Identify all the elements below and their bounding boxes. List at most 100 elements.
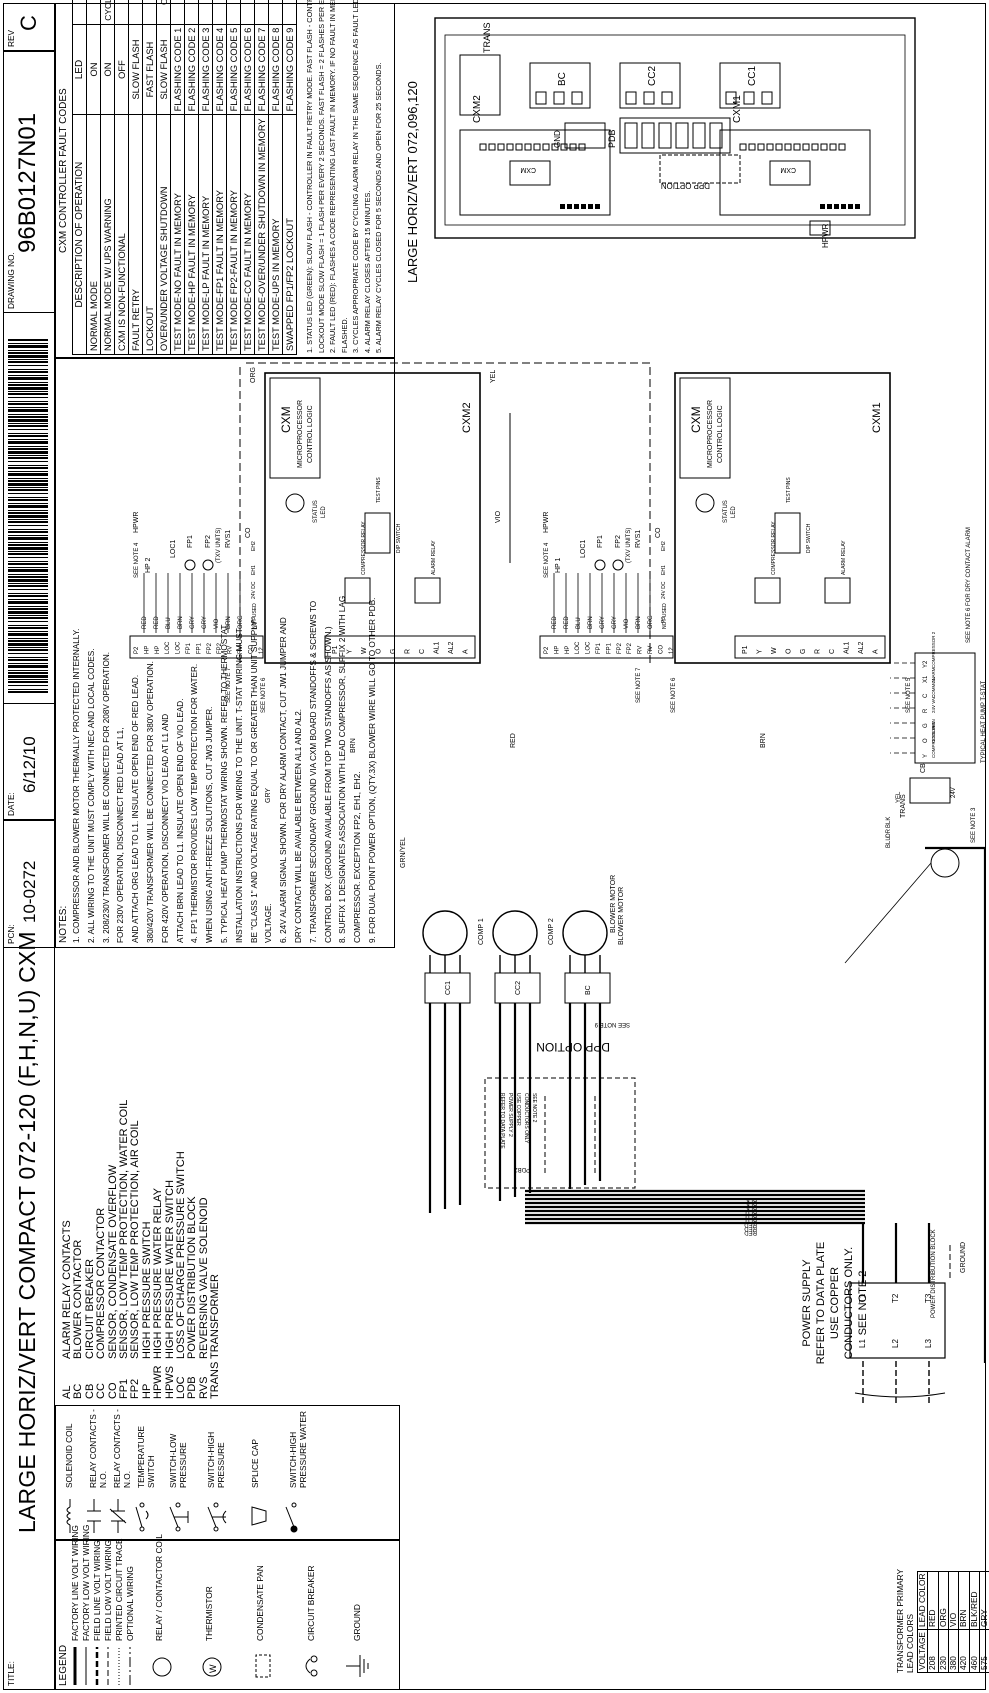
contactor-terminal [571,91,583,105]
terminal-pin [838,143,846,151]
terminal-pin [488,143,496,151]
layout-label-cc1: CC1 [747,66,758,86]
terminal-pin [855,204,860,209]
barcode-bar [8,574,48,575]
sensor-wire-label: GRY [600,616,606,629]
barcode-bar [8,535,48,536]
wire-color-label: RED [744,1229,757,1235]
abbreviation-desc: COMPRESSOR CONTACTOR [95,1207,108,1359]
fault-alarm-relay: OPEN [128,0,143,25]
note-line: CONTROL BOX. (GROUND AVAILABLE FROM TOP … [323,626,333,943]
note-line: 7. TRANSFORMER SECONDARY GROUND VIA CXM … [308,600,318,943]
pdb-terminal [658,122,672,149]
sensor-wire-label: BRN [226,616,232,629]
barcode-bar [8,448,48,450]
barcode-bar [8,493,48,494]
relay-contact-icon [87,1499,101,1533]
fault-footnote: 3. CYCLES APPROPRIATE CODE BY CYCLING AL… [351,0,360,353]
barcode-bar [8,403,48,405]
fault-alarm-relay: CYCLING CODE 6 [240,0,255,25]
symbol-legend-item: SWITCH-HIGH PRESSURE [206,1431,227,1488]
terminal-pin [578,143,586,151]
fault-alarm-relay: CYCLING CODE 8 [268,0,283,25]
ground-label: GROUND [960,1242,967,1273]
cxm-board-outline [719,129,871,216]
cxm-chip [509,160,551,186]
abbreviation-desc: REVERSING VALVE SOLENOID [197,1197,210,1359]
symbol-legend-item: RELAY CONTACTS - N.O. [88,1409,109,1488]
wire-color-label: BLU [745,1217,757,1223]
ground-block [564,122,606,149]
terminal-pin [542,143,550,151]
see-note-5-label: SEE NOTE 5 [906,677,912,713]
not-used-label: NOT USED [252,603,258,629]
transformer-table-wrap: TRANSFORMER PRIMARY LEAD COLORS VOLTAGE … [895,1565,989,1673]
p1-terminal: C [419,649,426,654]
fault-description: NORMAL MODE [86,114,101,355]
barcode-bar [8,653,48,654]
barcode-bar [8,489,48,491]
sensor-wire-label: VIO [214,618,220,629]
motor-circle [422,910,468,956]
sensor-wire-label: BRN [636,616,642,629]
fault-footnote: 2. FAULT LED (RED): FLASHES A CODE REPRE… [328,0,337,353]
note-line: 3. 208/230V TRANSFORMER WILL BE CONNECTE… [101,651,111,943]
barcode-bar [8,480,48,482]
transformer-body [459,54,501,116]
fault-description: CXM IS NON-FUNCTIONAL [114,114,129,355]
p3-terminal: EH1 [661,565,667,575]
fault-description: TEST MODE-OVER/UNDER SHUTDOWN IN MEMORY [254,114,269,355]
p2-terminal: HP [554,646,560,654]
see-note-3-label: SEE NOTE 3 [971,807,977,843]
splice-cap-icon [251,1506,267,1526]
barcode-bar [8,371,48,373]
symbol-legend-item: SOLENOID COIL [64,1423,74,1488]
barcode-bar [8,625,48,626]
barcode-bar [8,691,48,693]
status-led-icon [285,493,305,513]
transformer-table-title: TRANSFORMER PRIMARY LEAD COLORS [895,1569,916,1673]
cxm-chip-label: CXM [520,166,536,173]
p2-terminal: HP [144,646,150,654]
contactor-box [564,972,611,1004]
legend-item: PRINTED CIRCUIT TRACE [114,1538,124,1642]
fp1-label: FP1 [597,535,604,548]
pdb-terminal [624,122,638,149]
fault-led: FLASHING CODE 1 [170,24,185,115]
p1-terminal-strip [734,635,886,659]
pdb-terminal [675,122,689,149]
board-logic-label: CONTROL LOGIC [717,405,724,463]
sensor-wire-label: BRN [178,616,184,629]
dpp-sub: SEE NOTE 9 [594,1021,630,1027]
symbol-legend-icons [66,1499,298,1533]
barcode-bar [8,567,48,568]
abbreviation-desc: HIGH PRESSURE SWITCH [140,1221,153,1359]
fault-description: TEST MODE-CO FAULT IN MEMORY [240,114,255,355]
barcode-bar [8,627,48,629]
p2-terminal: HP [155,646,161,654]
abbreviation-desc: ALARM RELAY CONTACTS [61,1220,73,1359]
fault-description: SWAPPED FP1/FP2 LOCKOUT [282,114,297,355]
note-line: 6. 24V ALARM SIGNAL SHOWN. FOR DRY ALARM… [279,617,289,943]
fault-led: FLASHING CODE 6 [240,24,255,115]
p1-terminal: C [829,649,836,654]
gry-label: GRY [265,788,272,803]
contactor-label: CC2 [515,981,522,995]
legend-item: OPTIONAL WIRING [125,1566,135,1641]
abbreviation-code: PDB [186,1376,199,1399]
control-box-outline [434,17,916,239]
note-line: VOLTAGE. [264,903,274,943]
hpwr-label: HPWR [133,512,140,533]
motor-label: COMP 1 [478,918,485,945]
board-micro-label: MICROPROCESSOR [297,400,304,468]
sensor-wire-label: ORG [648,615,654,629]
tstat-terminal-label: FAN [931,719,936,728]
brn-label: BRN [760,733,767,748]
dip-label: DIP SWITCH [806,523,812,553]
red-label: RED [510,733,517,748]
p2-terminal: LOC [165,641,171,654]
